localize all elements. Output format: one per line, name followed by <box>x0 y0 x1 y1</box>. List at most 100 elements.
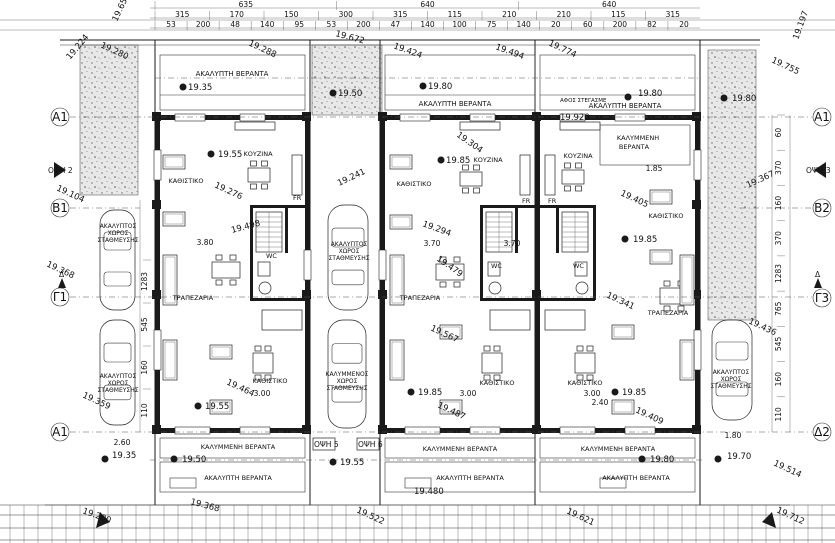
level-dot <box>179 83 187 91</box>
sofa-cushion <box>164 341 176 379</box>
car-body <box>99 209 136 311</box>
kitchen-counter <box>544 154 556 196</box>
kitchen-counter <box>519 154 531 196</box>
spot-d29: 19.621 <box>565 507 596 529</box>
chair <box>215 279 223 286</box>
inner-dimension-label: 1.85 <box>646 164 663 173</box>
section-label-left: ΟΨΗ 2 <box>48 166 73 175</box>
label-sitting-2: ΚΑΘΙΣΤΙΚΟ <box>479 379 514 387</box>
sofa-cushion <box>164 256 176 304</box>
label-living-2: ΚΑΘΙΣΤΙΚΟ <box>396 180 431 188</box>
level-dot <box>170 455 178 463</box>
label-kitchen-3: ΚΟΥΖΙΝΑ <box>563 152 593 160</box>
sofa <box>389 254 405 306</box>
chair <box>493 345 501 352</box>
spot-d11: 19.241 <box>336 167 367 189</box>
dining-table <box>252 352 274 374</box>
spot-d35: 19.480 <box>414 487 444 497</box>
dining-table <box>459 171 483 187</box>
chair <box>261 183 268 190</box>
grid-label-a1-left: A1 <box>52 110 68 124</box>
chair <box>663 280 671 287</box>
level-dot <box>407 388 415 396</box>
car-rear-window <box>331 386 363 403</box>
spot-d30: 19.712 <box>775 506 806 528</box>
spot-d12: 19.304 <box>454 130 484 155</box>
label-fr-1: FR <box>293 194 302 202</box>
inner-dimension-label: 3.00 <box>584 389 601 398</box>
label-dining-1: ΤΡΑΠΕΖΑΡΙΑ <box>172 294 214 302</box>
chair <box>586 374 594 381</box>
kitchen-counter <box>234 121 276 131</box>
grid-label-b1-left: B1 <box>52 201 68 215</box>
label-living-3: ΚΑΘΙΣΤΙΚΟ <box>648 212 683 220</box>
chair <box>250 160 257 167</box>
spot-d25: 19.409 <box>634 406 665 428</box>
label-covered-veranda-top-right-2: ΒΕΡΑΝΤΑ <box>619 143 650 151</box>
level-dot <box>194 402 202 410</box>
level-dot <box>638 455 646 463</box>
level-markers: 19.35 19.50 19.80 19.80 19.55 19.85 19.8… <box>101 82 756 468</box>
chair <box>462 187 469 194</box>
level-dot <box>720 94 728 102</box>
sofa-cushion <box>613 326 633 338</box>
car-windshield <box>103 231 132 251</box>
dimension-label: 1283 <box>140 272 149 291</box>
spot-d19: 19.341 <box>605 291 636 313</box>
label-note-top: ΑΦΟΣ ΣΤΕΓΑΣΜΕ <box>560 98 607 104</box>
sofa <box>209 344 233 360</box>
sofa-cushion <box>391 256 403 304</box>
dimension-label: 170 <box>230 10 245 19</box>
sofa-cushion <box>391 216 411 228</box>
dimension-label: 140 <box>260 20 275 29</box>
sofa-cushion <box>211 401 231 413</box>
sofa <box>611 324 635 340</box>
dimension-label: 140 <box>420 20 435 29</box>
label-wc-1: WC <box>266 252 277 260</box>
label-parking-lower-mid-2: ΧΩΡΟΣ <box>337 378 358 385</box>
spot-d2: 19.288 <box>247 39 278 61</box>
dimension-label: 545 <box>774 337 783 352</box>
dining-table <box>561 169 585 185</box>
label-parking-right-2: ΧΩΡΟΣ <box>721 376 742 383</box>
level-dot <box>101 455 109 463</box>
dimension-label: 210 <box>557 10 572 19</box>
sofa-cushion <box>391 156 411 168</box>
label-wc-2: WC <box>491 262 502 270</box>
sofa <box>389 154 413 170</box>
level-l9: 19.55 <box>205 402 229 412</box>
dimension-label: 160 <box>774 372 783 387</box>
building-walls <box>152 112 702 435</box>
dimension-label: 1283 <box>774 264 783 283</box>
label-dining-3: ΤΡΑΠΕΖΑΡΙΑ <box>647 309 689 317</box>
level-l3: 19.80 <box>428 82 452 92</box>
level-l11: 19.35 <box>112 451 136 461</box>
kitchen-counter <box>261 309 303 331</box>
level-dot <box>611 388 619 396</box>
car-windshield <box>331 227 365 248</box>
chair <box>576 374 584 381</box>
chair <box>575 185 582 192</box>
chair <box>663 305 671 312</box>
label-top-veranda-mid: ΑΚΑΛΥΠΤΗ ΒΕΡΑΝΤΑ <box>419 100 492 108</box>
parked-cars <box>99 204 753 429</box>
sofa <box>162 254 178 306</box>
grid-label-g3-right: Γ3 <box>815 291 829 305</box>
chair <box>215 254 223 261</box>
chair <box>439 256 447 263</box>
grid-label-b2-right: B2 <box>814 201 830 215</box>
inner-dimension-label: 1.80 <box>725 431 742 440</box>
chair <box>261 160 268 167</box>
chair <box>453 256 461 263</box>
label-fr-2: FR <box>522 197 531 205</box>
label-sitting-3: ΚΑΘΙΣΤΙΚΟ <box>567 379 602 387</box>
dining-table <box>211 261 241 279</box>
level-l13: 19.55 <box>340 458 364 468</box>
car-body <box>327 319 367 429</box>
dimension-label: 315 <box>666 10 681 19</box>
level-l14: 19.80 <box>650 455 674 465</box>
chair <box>473 164 480 171</box>
label-parking-left-1: ΑΚΑΛΥΠΤΟΣ <box>100 223 137 230</box>
level-dot <box>624 93 632 101</box>
